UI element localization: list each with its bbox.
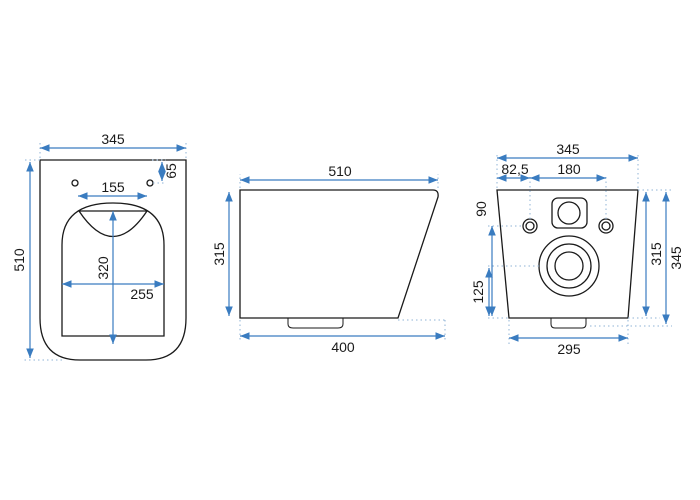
inlet-ring (557, 201, 581, 225)
fixing-hole-left (71, 179, 79, 187)
label-outlet-height: 125 (470, 280, 486, 304)
bolt-hole-right-outer (598, 218, 614, 234)
top-view-outline (39, 159, 187, 361)
back-view: 345 82,5 180 90 125 315 345 295 (470, 141, 684, 357)
label-inner-height: 315 (648, 242, 664, 266)
bolt-hole-right-inner (601, 221, 611, 231)
top-view-bowl-rim (61, 202, 165, 337)
label-bottom-width: 295 (557, 341, 581, 357)
back-view-foot (550, 318, 587, 329)
side-view: 510 315 400 (211, 163, 446, 355)
water-inlet (551, 197, 588, 229)
outlet-inner (554, 251, 584, 281)
top-view: 345 510 65 155 320 255 (11, 131, 187, 361)
label-hole-offset: 65 (163, 163, 179, 179)
side-view-outline (239, 189, 439, 319)
fixing-hole-right (146, 179, 154, 187)
outlet-outer (538, 235, 600, 297)
side-view-foot (287, 318, 344, 329)
label-hole-spacing: 155 (101, 179, 125, 195)
bolt-hole-left-inner (525, 221, 535, 231)
label-side-bottom-length: 400 (331, 339, 355, 355)
label-top-width: 345 (101, 131, 125, 147)
label-side-top-length: 510 (328, 163, 352, 179)
outlet-middle (546, 243, 592, 289)
label-bowl-length: 320 (95, 256, 111, 280)
label-bolt-spacing: 180 (557, 161, 581, 177)
label-top-height: 510 (11, 248, 27, 272)
label-left-offset: 82,5 (501, 161, 528, 177)
back-view-outline (496, 189, 639, 319)
label-side-height: 315 (211, 242, 227, 266)
label-bolt-height: 90 (473, 201, 489, 217)
bolt-hole-left-outer (522, 218, 538, 234)
label-back-top-width: 345 (556, 141, 580, 157)
label-outer-height: 345 (668, 246, 684, 270)
label-bowl-width: 255 (130, 286, 154, 302)
